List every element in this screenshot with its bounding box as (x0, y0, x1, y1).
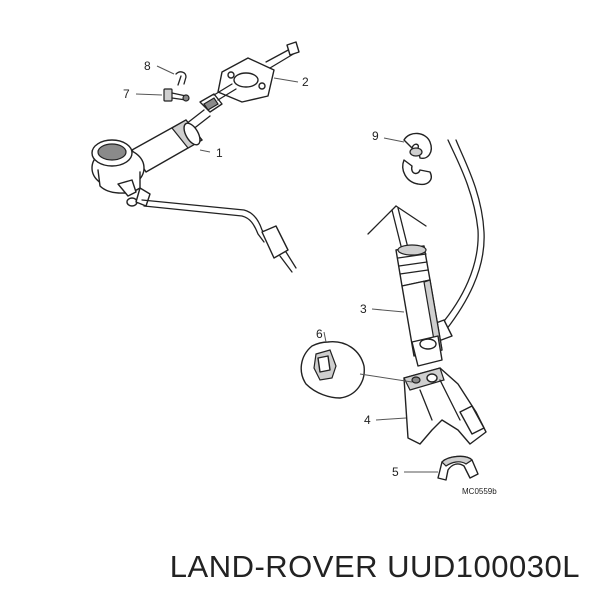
detail-inset-part (300, 341, 413, 399)
master-cylinder-part (91, 119, 203, 207)
slave-cylinder-part (367, 205, 443, 367)
pushrod-clevis-part (185, 83, 237, 131)
callout-9: 9 (372, 129, 379, 143)
callout-4: 4 (364, 413, 371, 427)
callout-6: 6 (316, 327, 323, 341)
callout-8: 8 (144, 59, 151, 73)
flexible-hose-right (427, 139, 485, 343)
callout-3: 3 (360, 302, 367, 316)
drawing-code: MC0559b (462, 487, 497, 496)
part-number-caption: LAND-ROVER UUD100030L (169, 549, 580, 584)
clevis-pin-part (175, 71, 187, 86)
leader-lines (135, 65, 438, 473)
mounting-bracket-part (403, 367, 487, 445)
hydraulic-pipe-left (141, 199, 297, 273)
bracket-clip-part (437, 455, 479, 481)
callout-2: 2 (302, 75, 309, 89)
callout-1: 1 (216, 146, 223, 160)
bolt-part (163, 88, 190, 102)
hose-clip-part (402, 132, 432, 186)
callout-5: 5 (392, 465, 399, 479)
callout-7: 7 (123, 87, 130, 101)
